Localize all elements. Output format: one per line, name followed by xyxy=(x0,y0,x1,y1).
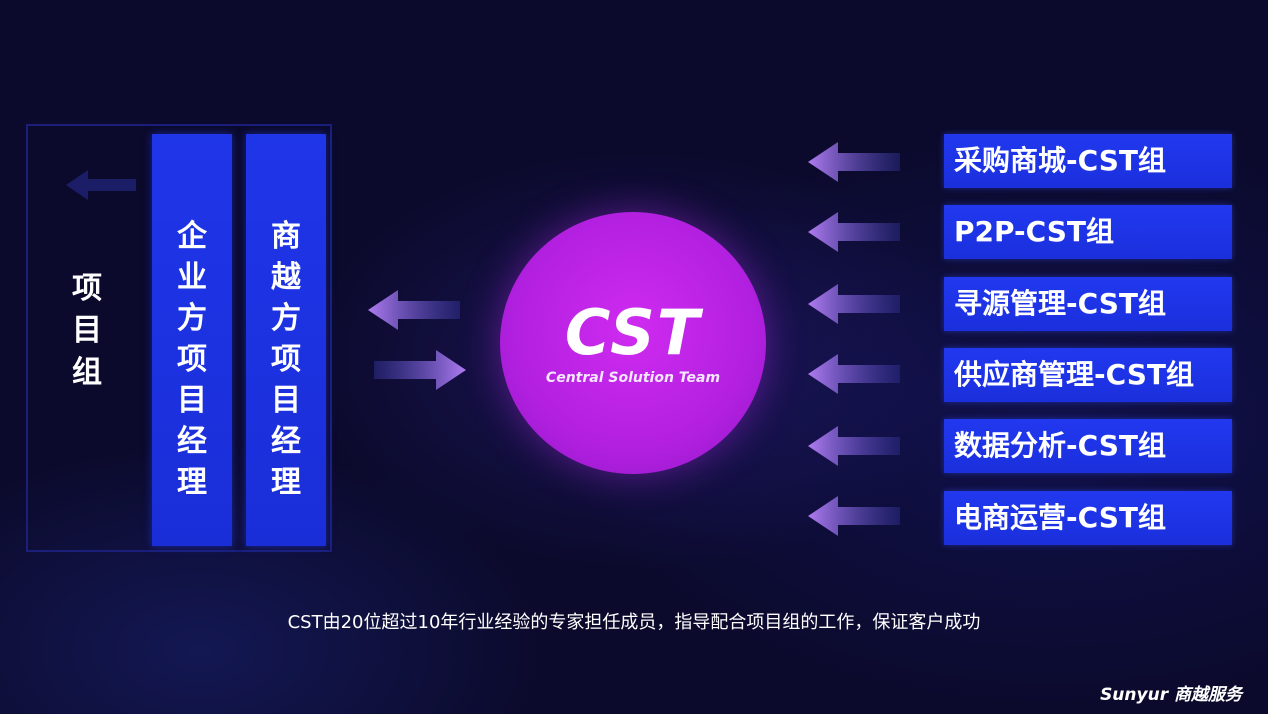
group-arrow-icon xyxy=(808,142,900,182)
group-procurement-mall: 采购商城-CST组 xyxy=(944,134,1232,188)
right-arrow-to-cst-icon xyxy=(374,350,466,390)
group-arrow-icon xyxy=(808,212,900,252)
enterprise-pm-box: 企业方项目经理 xyxy=(152,134,232,546)
group-arrow-icon xyxy=(808,284,900,324)
brand-logo: Sunyur 商越服务 xyxy=(1100,685,1242,705)
group-arrow-icon xyxy=(808,426,900,466)
cst-title: CST xyxy=(564,296,702,369)
left-arrow-to-pm-icon xyxy=(368,290,460,330)
project-team-frame xyxy=(26,124,332,552)
group-p2p: P2P-CST组 xyxy=(944,205,1232,259)
enterprise-pm-label: 企业方项目经理 xyxy=(177,219,207,500)
group-data-analysis: 数据分析-CST组 xyxy=(944,419,1232,473)
sunyur-pm-box: 商越方项目经理 xyxy=(246,134,326,546)
project-team-arrow-icon xyxy=(66,170,136,200)
cst-subtitle: Central Solution Team xyxy=(545,370,721,386)
group-arrow-icon xyxy=(808,354,900,394)
group-sourcing: 寻源管理-CST组 xyxy=(944,277,1232,331)
cst-circle: CST Central Solution Team xyxy=(500,212,766,474)
sunyur-pm-label: 商越方项目经理 xyxy=(271,219,301,500)
project-team-label: 项目组 xyxy=(72,271,102,390)
group-supplier-management: 供应商管理-CST组 xyxy=(944,348,1232,402)
group-arrow-icon xyxy=(808,496,900,536)
footer-note: CST由20位超过10年行业经验的专家担任成员，指导配合项目组的工作，保证客户成… xyxy=(287,612,981,633)
group-ecommerce-ops: 电商运营-CST组 xyxy=(944,491,1232,545)
